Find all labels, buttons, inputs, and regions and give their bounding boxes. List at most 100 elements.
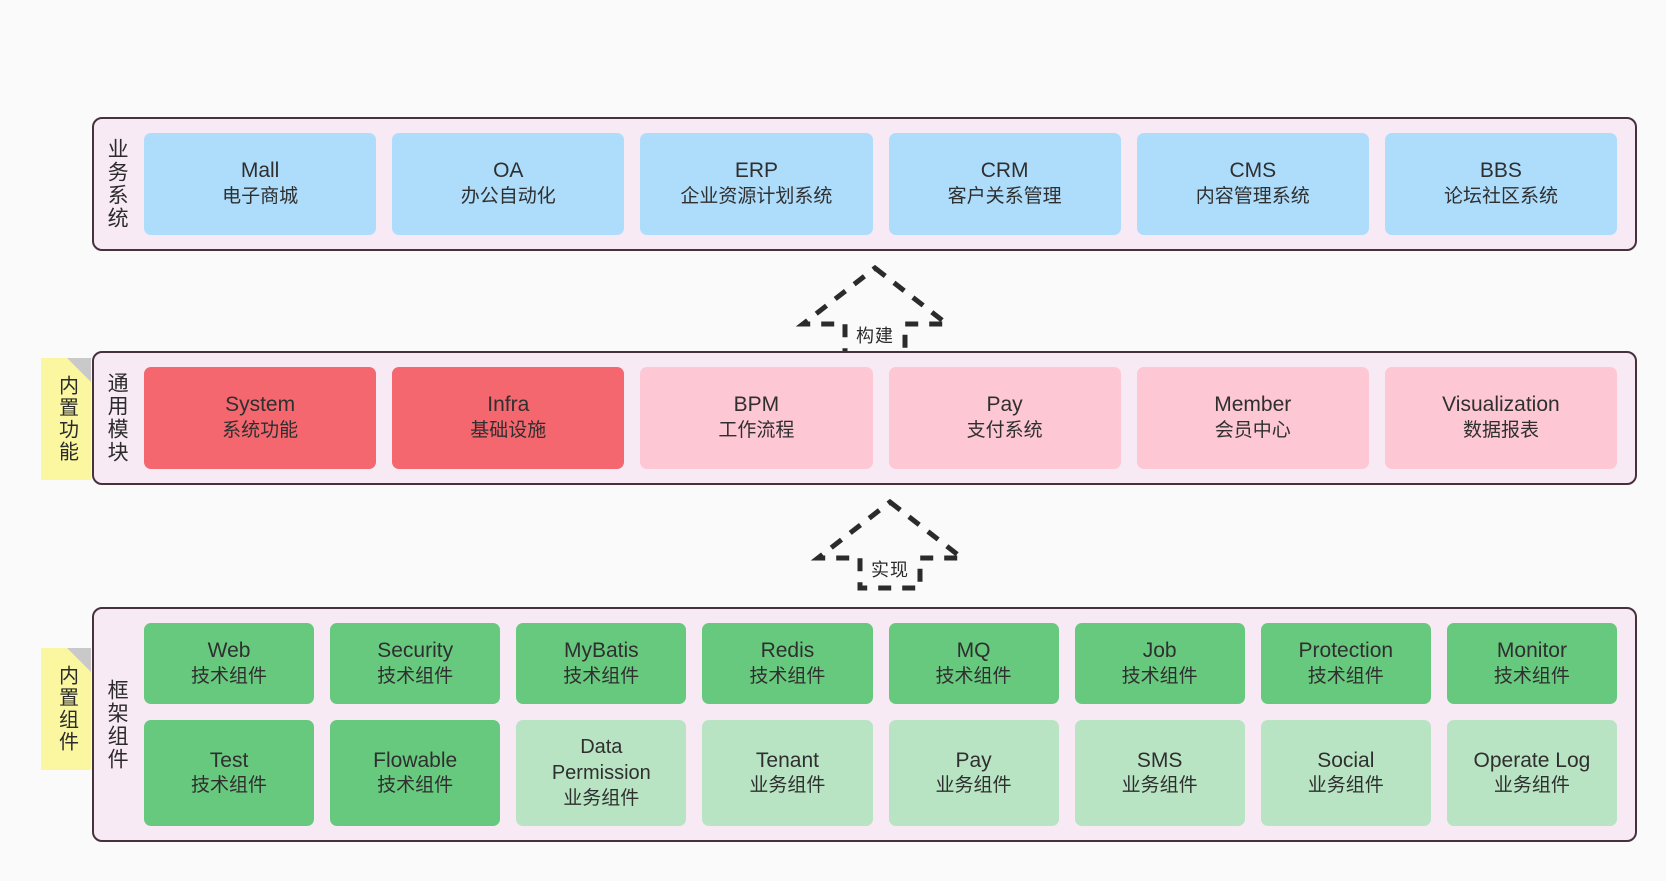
- card-title-en: Flowable: [373, 748, 458, 772]
- sticky-note-builtin-components: 内置组件: [41, 648, 91, 770]
- card-title-en: CMS: [1229, 159, 1277, 183]
- arrow-label: 实现: [871, 560, 909, 580]
- card-flowable[interactable]: Flowable 技术组件: [330, 720, 501, 826]
- card-title-cn: 业务组件: [1493, 775, 1570, 797]
- card-row: System 系统功能 Infra 基础设施 BPM 工作流程 Pay 支付系统…: [144, 367, 1618, 469]
- card-title-en: Pay: [986, 393, 1023, 417]
- card-title-cn: 业务组件: [1121, 775, 1198, 797]
- card-title-cn: 客户关系管理: [947, 186, 1062, 208]
- card-data-permission[interactable]: Data Permission 业务组件: [516, 720, 687, 826]
- card-title-cn: 论坛社区系统: [1443, 186, 1558, 208]
- layer-title-common-modules: 通用模块: [105, 372, 129, 464]
- card-job[interactable]: Job 技术组件: [1074, 623, 1245, 705]
- card-title-en: Member: [1214, 393, 1292, 417]
- card-title-en: Infra: [487, 393, 530, 417]
- card-row: Web 技术组件 Security 技术组件 MyBatis 技术组件 Redi…: [144, 623, 1617, 705]
- implement-arrow: 实现: [810, 496, 970, 592]
- fold-corner-icon: [67, 648, 91, 672]
- card-security[interactable]: Security 技术组件: [330, 623, 501, 705]
- card-crm[interactable]: CRM 客户关系管理: [888, 133, 1121, 235]
- card-title-cn: 企业资源计划系统: [680, 186, 833, 208]
- cards-area-common-modules: System 系统功能 Infra 基础设施 BPM 工作流程 Pay 支付系统…: [138, 353, 1635, 483]
- card-social[interactable]: Social 业务组件: [1260, 720, 1431, 826]
- card-title-cn: 支付系统: [966, 420, 1043, 442]
- card-sms[interactable]: SMS 业务组件: [1074, 720, 1245, 826]
- card-member[interactable]: Member 会员中心: [1136, 367, 1369, 469]
- card-web[interactable]: Web 技术组件: [144, 623, 315, 705]
- card-title-cn: 数据报表: [1462, 420, 1539, 442]
- sticky-note-label: 内置功能: [55, 375, 78, 463]
- card-title-en: Job: [1142, 639, 1177, 663]
- card-tenant[interactable]: Tenant 业务组件: [702, 720, 873, 826]
- card-system[interactable]: System 系统功能: [144, 367, 377, 469]
- layer-title-business-systems: 业务系统: [105, 138, 129, 230]
- card-title-cn: 技术组件: [191, 665, 268, 687]
- card-bpm[interactable]: BPM 工作流程: [640, 367, 873, 469]
- fold-corner-icon: [67, 358, 91, 382]
- card-title-en: System: [225, 393, 296, 417]
- card-title-cn: 技术组件: [191, 775, 268, 797]
- card-title-en: Social: [1317, 748, 1375, 772]
- card-erp[interactable]: ERP 企业资源计划系统: [640, 133, 873, 235]
- card-title-en: BPM: [733, 393, 780, 417]
- card-title-cn: 业务组件: [1307, 775, 1384, 797]
- layer-common-modules: 通用模块 System 系统功能 Infra 基础设施 BPM 工作流程 Pay…: [92, 351, 1637, 485]
- card-title-cn: 办公自动化: [460, 186, 556, 208]
- card-title-en: Mall: [240, 159, 280, 183]
- card-title-cn: 会员中心: [1214, 420, 1291, 442]
- layer-title-framework-components: 框架组件: [105, 678, 129, 771]
- card-title-en: MQ: [956, 639, 991, 663]
- card-title-en: OA: [493, 159, 524, 183]
- card-title-en: Security: [377, 639, 454, 663]
- build-arrow: 构建: [795, 262, 955, 358]
- card-title-cn: 工作流程: [718, 420, 795, 442]
- card-pay-component[interactable]: Pay 业务组件: [888, 720, 1059, 826]
- card-test[interactable]: Test 技术组件: [144, 720, 315, 826]
- card-title-en: Web: [207, 639, 251, 663]
- card-title-cn: 技术组件: [377, 775, 454, 797]
- card-title-cn: 技术组件: [377, 665, 454, 687]
- card-title-cn: 技术组件: [935, 665, 1012, 687]
- card-oa[interactable]: OA 办公自动化: [392, 133, 625, 235]
- card-title-cn: 业务组件: [749, 775, 826, 797]
- card-monitor[interactable]: Monitor 技术组件: [1446, 623, 1617, 705]
- card-pay-module[interactable]: Pay 支付系统: [888, 367, 1121, 469]
- card-title-en: Test: [209, 748, 249, 772]
- card-title-cn: 电子商城: [222, 186, 299, 208]
- card-mq[interactable]: MQ 技术组件: [888, 623, 1059, 705]
- card-cms[interactable]: CMS 内容管理系统: [1136, 133, 1369, 235]
- card-title-en: Tenant: [755, 748, 819, 772]
- cards-area-business-systems: Mall 电子商城 OA 办公自动化 ERP 企业资源计划系统 CRM 客户关系…: [138, 119, 1635, 249]
- card-title-en: ERP: [734, 159, 779, 183]
- card-mybatis[interactable]: MyBatis 技术组件: [516, 623, 687, 705]
- card-title-en: BBS: [1479, 159, 1522, 183]
- card-title-cn: 业务组件: [563, 787, 640, 809]
- card-bbs[interactable]: BBS 论坛社区系统: [1384, 133, 1618, 235]
- card-title-cn: 技术组件: [1493, 665, 1570, 687]
- card-title-en: Visualization: [1442, 393, 1560, 417]
- card-title-en: Data Permission: [551, 736, 651, 785]
- card-visualization[interactable]: Visualization 数据报表: [1384, 367, 1618, 469]
- card-protection[interactable]: Protection 技术组件: [1260, 623, 1431, 705]
- arrow-label: 构建: [856, 326, 894, 346]
- card-title-cn: 内容管理系统: [1195, 186, 1310, 208]
- card-operate-log[interactable]: Operate Log 业务组件: [1446, 720, 1617, 826]
- card-redis[interactable]: Redis 技术组件: [702, 623, 873, 705]
- card-mall[interactable]: Mall 电子商城: [144, 133, 377, 235]
- card-infra[interactable]: Infra 基础设施: [392, 367, 625, 469]
- card-title-cn: 系统功能: [222, 420, 299, 442]
- card-title-cn: 技术组件: [563, 665, 640, 687]
- card-title-en: Monitor: [1496, 639, 1567, 663]
- card-title-cn: 技术组件: [1121, 665, 1198, 687]
- card-title-cn: 业务组件: [935, 775, 1012, 797]
- card-row: Mall 电子商城 OA 办公自动化 ERP 企业资源计划系统 CRM 客户关系…: [144, 133, 1618, 235]
- card-title-cn: 基础设施: [470, 420, 547, 442]
- card-title-cn: 技术组件: [1307, 665, 1384, 687]
- sticky-note-label: 内置组件: [55, 665, 78, 753]
- sticky-note-builtin-features: 内置功能: [41, 358, 91, 480]
- layer-business-systems: 业务系统 Mall 电子商城 OA 办公自动化 ERP 企业资源计划系统 CRM…: [92, 117, 1637, 251]
- card-title-en: SMS: [1136, 748, 1183, 772]
- card-title-en: CRM: [980, 159, 1029, 183]
- arrow-up-icon: [810, 498, 970, 591]
